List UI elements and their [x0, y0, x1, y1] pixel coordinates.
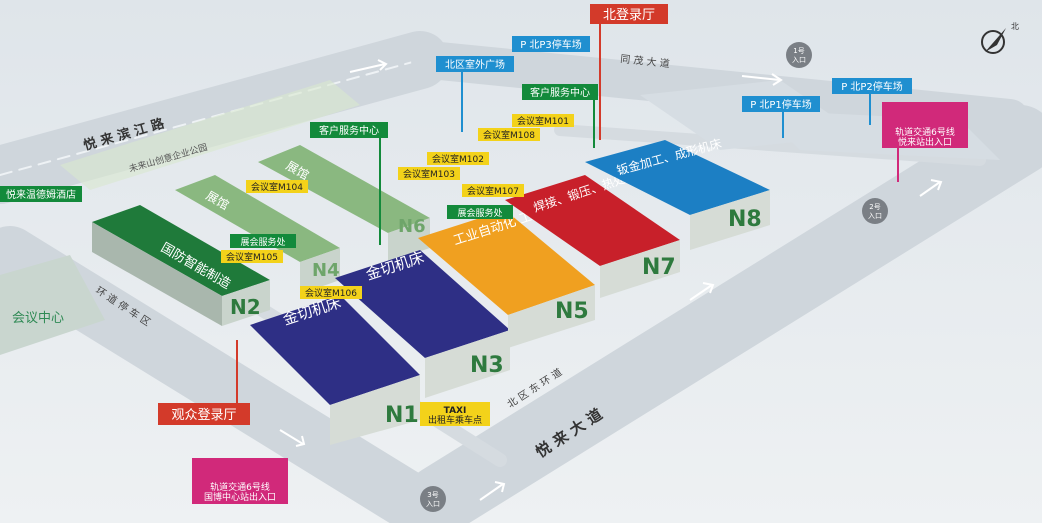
parking-p3[interactable]: P 北P3停车场: [512, 36, 590, 52]
svg-text:客户服务中心: 客户服务中心: [319, 124, 379, 137]
entrance-3[interactable]: 3号 入口: [420, 486, 446, 512]
hall-n4[interactable]: 展馆 N4: [175, 175, 340, 294]
svg-text:观众登录厅: 观众登录厅: [171, 408, 236, 423]
hotel-label[interactable]: 悦来温德姆酒店: [0, 186, 82, 202]
hall-n3-id: N3: [470, 353, 504, 378]
hall-n2[interactable]: 国防智能制造 N2: [92, 205, 270, 326]
service-center-north[interactable]: 客户服务中心: [522, 84, 598, 148]
meeting-m107[interactable]: 会议室M107: [467, 185, 519, 197]
svg-text:轨道交通6号线: 轨道交通6号线: [895, 126, 955, 138]
hall-n1-id: N1: [385, 403, 419, 428]
svg-text:2号: 2号: [869, 203, 880, 211]
hall-n5-id: N5: [555, 299, 589, 324]
svg-text:出租车乘车点: 出租车乘车点: [428, 414, 482, 426]
traffic-arrows: [279, 59, 943, 501]
hall-n3[interactable]: 金切机床 N3: [335, 248, 510, 398]
exhibitor-office-west[interactable]: 展会服务处: [230, 234, 296, 248]
north-reg-hall[interactable]: 北登录厅: [590, 4, 668, 140]
svg-text:3号: 3号: [427, 491, 438, 499]
hall-n6-id: N6: [398, 216, 426, 237]
meeting-m104[interactable]: 会议室M104: [251, 181, 303, 193]
halls: 国防智能制造 N2 展馆 N4 展馆 N6 金切机床 N1 金切机床: [92, 135, 770, 445]
compass-north-label: 北: [1011, 22, 1019, 31]
svg-text:TAXI: TAXI: [444, 406, 467, 416]
meeting-m103[interactable]: 会议室M103: [403, 168, 455, 180]
svg-text:悦来温德姆酒店: 悦来温德姆酒店: [6, 188, 76, 201]
svg-text:轨道交通6号线: 轨道交通6号线: [210, 481, 270, 493]
svg-text:1号: 1号: [793, 47, 804, 55]
meeting-m101[interactable]: 会议室M101: [517, 115, 569, 127]
taxi-stand[interactable]: TAXI 出租车乘车点: [420, 402, 490, 426]
svg-text:客户服务中心: 客户服务中心: [530, 86, 590, 99]
parking-p1[interactable]: P 北P1停车场: [742, 96, 820, 138]
svg-text:国博中心站出入口: 国博中心站出入口: [204, 491, 276, 503]
svg-text:悦来站出入口: 悦来站出入口: [898, 136, 952, 148]
svg-text:P 北P3停车场: P 北P3停车场: [520, 38, 582, 51]
service-center-west[interactable]: 客户服务中心: [310, 122, 388, 245]
meeting-m102[interactable]: 会议室M102: [432, 153, 484, 165]
compass: 北: [981, 22, 1019, 54]
svg-text:北登录厅: 北登录厅: [603, 8, 655, 23]
meeting-rooms: 会议室M101 会议室M108 会议室M102 会议室M103 会议室M107 …: [221, 114, 574, 299]
svg-text:P 北P2停车场: P 北P2停车场: [841, 80, 903, 93]
svg-text:P 北P1停车场: P 北P1停车场: [750, 98, 812, 111]
conference-center-label: 会议中心: [12, 311, 64, 326]
hall-n2-id: N2: [230, 295, 261, 319]
entrance-2[interactable]: 2号 入口: [862, 198, 888, 224]
hall-n4-id: N4: [312, 260, 340, 281]
svg-text:入口: 入口: [792, 56, 806, 64]
exhibitor-office-east[interactable]: 展会服务处: [447, 205, 513, 219]
entrance-1[interactable]: 1号 入口: [786, 42, 812, 68]
visitor-reg-hall[interactable]: 观众登录厅: [158, 340, 250, 425]
parking-p2[interactable]: P 北P2停车场: [832, 78, 912, 125]
meeting-m105[interactable]: 会议室M105: [226, 251, 278, 263]
metro-guobo-station[interactable]: 轨道交通6号线 国博中心站出入口: [192, 458, 288, 504]
meeting-m108[interactable]: 会议室M108: [483, 129, 535, 141]
hall-n8-id: N8: [728, 207, 762, 232]
svg-text:展会服务处: 展会服务处: [457, 207, 502, 219]
meeting-m106[interactable]: 会议室M106: [305, 287, 357, 299]
svg-text:入口: 入口: [426, 500, 440, 508]
park-strip: [60, 80, 360, 190]
conference-center-block: [0, 255, 105, 355]
svg-text:入口: 入口: [868, 212, 882, 220]
north-outdoor-plaza[interactable]: 北区室外广场: [436, 56, 514, 132]
svg-text:展会服务处: 展会服务处: [240, 236, 285, 248]
hall-n7-id: N7: [642, 255, 676, 280]
svg-text:北区室外广场: 北区室外广场: [445, 58, 505, 71]
metro-yuelai-station[interactable]: 轨道交通6号线 悦来站出入口: [882, 102, 968, 182]
compass-needle-icon: [985, 28, 1006, 52]
hall-n8[interactable]: 钣金加工、成形机床 N8: [585, 135, 770, 250]
